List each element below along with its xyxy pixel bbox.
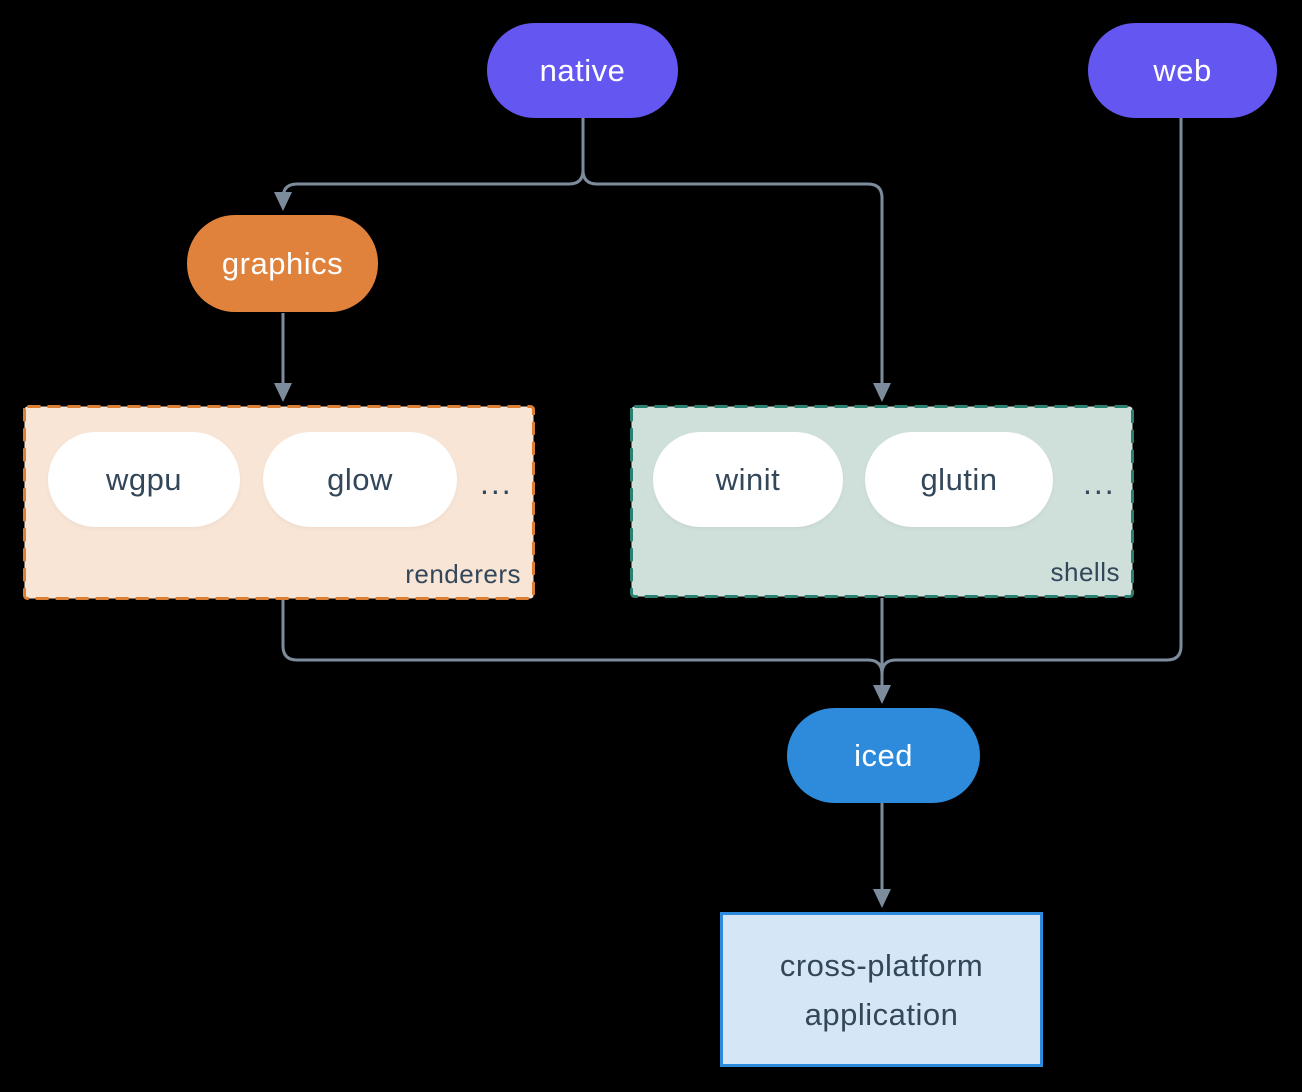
node-native: native — [487, 23, 678, 118]
node-glow-label: glow — [327, 461, 393, 497]
app-label-line2: application — [804, 996, 959, 1032]
group-renderers: wgpu glow ... renderers — [23, 405, 535, 600]
group-shells: winit glutin ... shells — [630, 405, 1134, 598]
node-web-label: web — [1153, 52, 1212, 88]
renderers-group-label: renderers — [405, 559, 521, 589]
edge-native-shells — [581, 118, 891, 402]
node-cross-platform-application: cross-platform application — [720, 912, 1043, 1067]
node-glutin: glutin — [865, 432, 1053, 527]
node-winit: winit — [653, 432, 843, 527]
node-graphics-label: graphics — [221, 245, 344, 281]
edge-renderers-iced — [281, 600, 884, 675]
node-iced: iced — [787, 708, 980, 803]
node-wgpu-label: wgpu — [105, 461, 183, 497]
shells-ellipsis: ... — [1083, 465, 1116, 501]
node-winit-label: winit — [715, 461, 781, 497]
renderers-ellipsis: ... — [480, 465, 513, 501]
node-native-label: native — [539, 52, 626, 88]
node-graphics: graphics — [187, 215, 378, 312]
node-wgpu: wgpu — [48, 432, 240, 527]
shells-group-label: shells — [1050, 557, 1120, 587]
node-glutin-label: glutin — [920, 461, 998, 497]
edge-web-iced — [880, 118, 1183, 675]
node-iced-label: iced — [854, 737, 913, 773]
node-web: web — [1088, 23, 1277, 118]
node-glow: glow — [263, 432, 457, 527]
edge-native-graphics — [274, 118, 585, 211]
app-label-line1: cross-platform — [779, 947, 984, 983]
